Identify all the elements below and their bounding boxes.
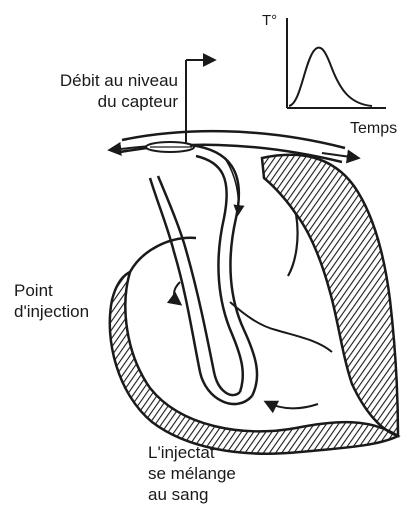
injection-point-label: Point d'injection <box>14 280 89 322</box>
injection-point-line-1: Point <box>14 280 89 301</box>
heart-wall <box>110 155 398 454</box>
mixing-line-2: se mélange <box>148 463 236 484</box>
sensor-flow-label: Débit au niveau du capteur <box>8 70 178 112</box>
thermodilution-curve <box>289 48 372 106</box>
mixing-line-3: au sang <box>148 484 236 505</box>
mixing-line-1: L'injectat <box>148 442 236 463</box>
time-axis-label: Temps <box>350 118 397 139</box>
injection-point-line-2: d'injection <box>14 301 89 322</box>
sensor-flow-line-2: du capteur <box>8 91 178 112</box>
temperature-axis-label: T° <box>262 10 277 31</box>
catheter-tube <box>150 145 257 404</box>
catheter-sensor <box>146 142 194 152</box>
thermodilution-curve-inset <box>287 18 386 108</box>
mixing-label: L'injectat se mélange au sang <box>148 442 236 505</box>
sensor-flow-line-1: Débit au niveau <box>8 70 178 91</box>
